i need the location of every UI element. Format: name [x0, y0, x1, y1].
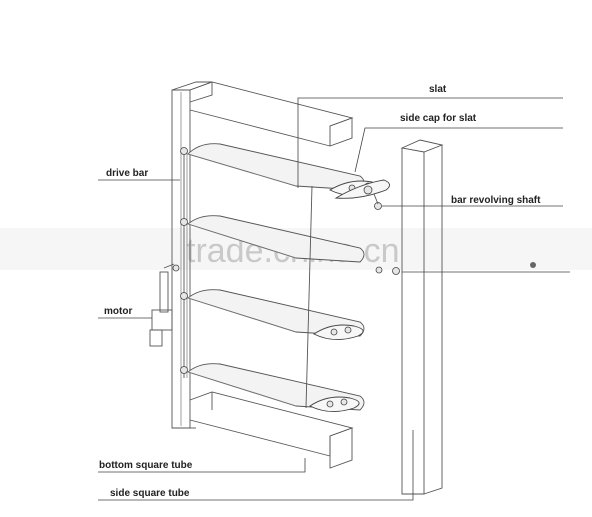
side-cap-3 — [309, 396, 360, 412]
label-side-cap: side cap for slat — [400, 113, 477, 124]
label-bar-revolving-shaft: bar revolving shaft — [451, 195, 541, 206]
label-motor: motor — [104, 306, 132, 317]
slat-4 — [187, 363, 365, 411]
top-square-tube — [189, 81, 354, 147]
leader-lines — [98, 97, 570, 501]
front-tie-rod — [305, 185, 313, 409]
label-bottom-square-tube: bottom square tube — [99, 460, 193, 471]
slat-2 — [187, 215, 365, 263]
side-cap-2 — [313, 324, 364, 340]
label-side-square-tube: side square tube — [110, 488, 190, 499]
slat-1 — [187, 143, 365, 191]
bottom-square-tube — [189, 391, 354, 469]
label-slat: slat — [429, 84, 447, 95]
shaft-detail — [375, 262, 536, 275]
label-drive-bar: drive bar — [106, 168, 148, 179]
drive-bar — [180, 147, 188, 378]
side-square-tube — [400, 139, 444, 495]
motor — [149, 263, 180, 347]
side-cap-detail — [334, 179, 390, 210]
